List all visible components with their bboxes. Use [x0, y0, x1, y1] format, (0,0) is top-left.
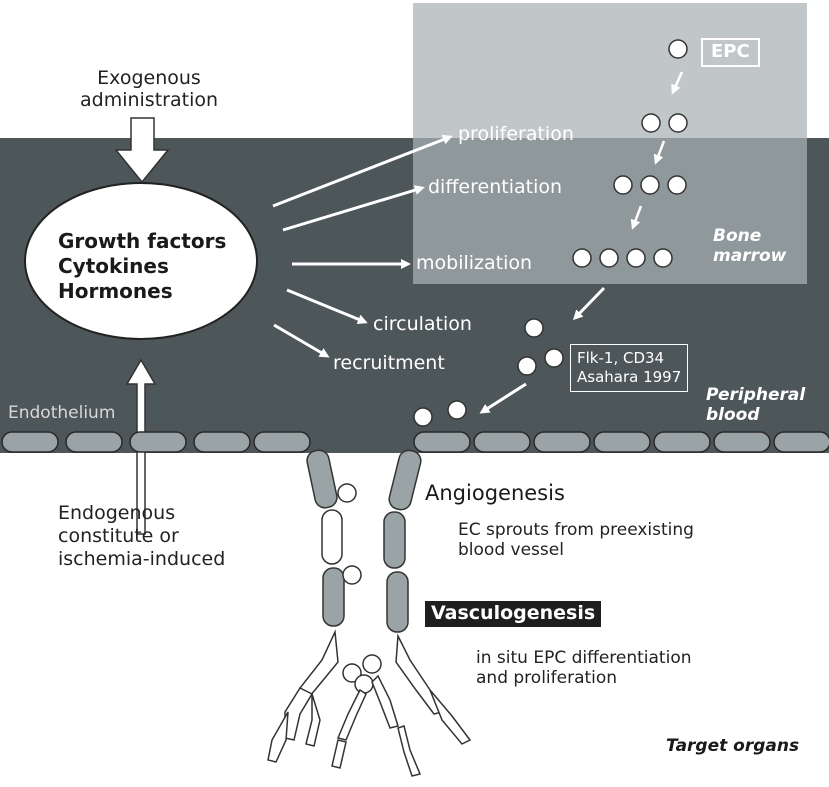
target-organs-label: Target organs — [666, 736, 800, 756]
bm-cell — [668, 113, 688, 133]
bm-cell — [599, 248, 619, 268]
bm-cell — [572, 248, 592, 268]
endothelial-cell — [593, 431, 651, 453]
endothelium-label: Endothelium — [8, 403, 116, 423]
endothelial-cell — [1, 431, 59, 453]
vasculogenesis-title: Vasculogenesis — [425, 601, 602, 627]
epc-label: EPC — [701, 38, 760, 67]
arrow-to-proliferation — [272, 134, 453, 208]
blood-arrow-1 — [572, 286, 606, 321]
bone-marrow-label: Bone marrow — [713, 226, 787, 267]
bm-cell — [641, 113, 661, 133]
endothelial-cell — [65, 431, 123, 453]
growth-factors-label: Growth factors Cytokines Hormones — [58, 229, 227, 303]
vasculogenesis-description: in situ EPC differentiation and prolifer… — [476, 648, 692, 689]
endothelial-cell — [653, 431, 711, 453]
endothelial-cell — [413, 431, 471, 453]
arrow-to-differentiation — [282, 185, 425, 232]
endothelial-cell — [253, 431, 311, 453]
growth-factor-ellipse — [24, 182, 258, 340]
bm-cell — [653, 248, 673, 268]
flk-cd34-box: Flk-1, CD34 Asahara 1997 — [570, 344, 689, 392]
mobilization-label: mobilization — [416, 252, 533, 274]
bm-cell — [640, 175, 660, 195]
arrow-to-recruitment — [273, 323, 330, 358]
blood-cell — [524, 318, 544, 338]
bm-cell — [613, 175, 633, 195]
epc-cell — [668, 39, 688, 59]
endothelial-cell — [193, 431, 251, 453]
endothelial-cell — [713, 431, 771, 453]
angiogenesis-description: EC sprouts from preexisting blood vessel — [458, 520, 694, 561]
endogenous-label: Endogenous constitute or ischemia-induce… — [58, 502, 226, 571]
endothelial-cell — [533, 431, 591, 453]
blood-cell — [544, 348, 564, 368]
bm-cell — [667, 175, 687, 195]
bm-arrow-2 — [653, 140, 666, 165]
peripheral-blood-label: Peripheral blood — [706, 385, 806, 426]
arrow-to-circulation — [286, 288, 368, 324]
circulation-label: circulation — [373, 313, 472, 335]
endothelial-cell — [773, 431, 829, 453]
bm-arrow-3 — [630, 205, 643, 230]
endothelium-lining — [1, 431, 829, 453]
recruitment-label: recruitment — [333, 352, 445, 374]
endothelial-cell — [129, 431, 187, 453]
bm-arrow-1 — [671, 71, 684, 95]
exogenous-label: Exogenous administration — [80, 67, 219, 111]
blood-cell — [517, 356, 537, 376]
blood-cell — [413, 407, 433, 427]
bone-marrow-box — [413, 3, 807, 284]
vessel-sprouts — [267, 449, 472, 777]
proliferation-label: proliferation — [458, 123, 574, 145]
exogenous-arrow — [114, 117, 170, 184]
blood-cell — [447, 400, 467, 420]
endothelial-cell — [473, 431, 531, 453]
bm-cell — [626, 248, 646, 268]
angiogenesis-title: Angiogenesis — [425, 481, 565, 505]
differentiation-label: differentiation — [428, 176, 563, 198]
blood-arrow-2 — [479, 382, 527, 414]
